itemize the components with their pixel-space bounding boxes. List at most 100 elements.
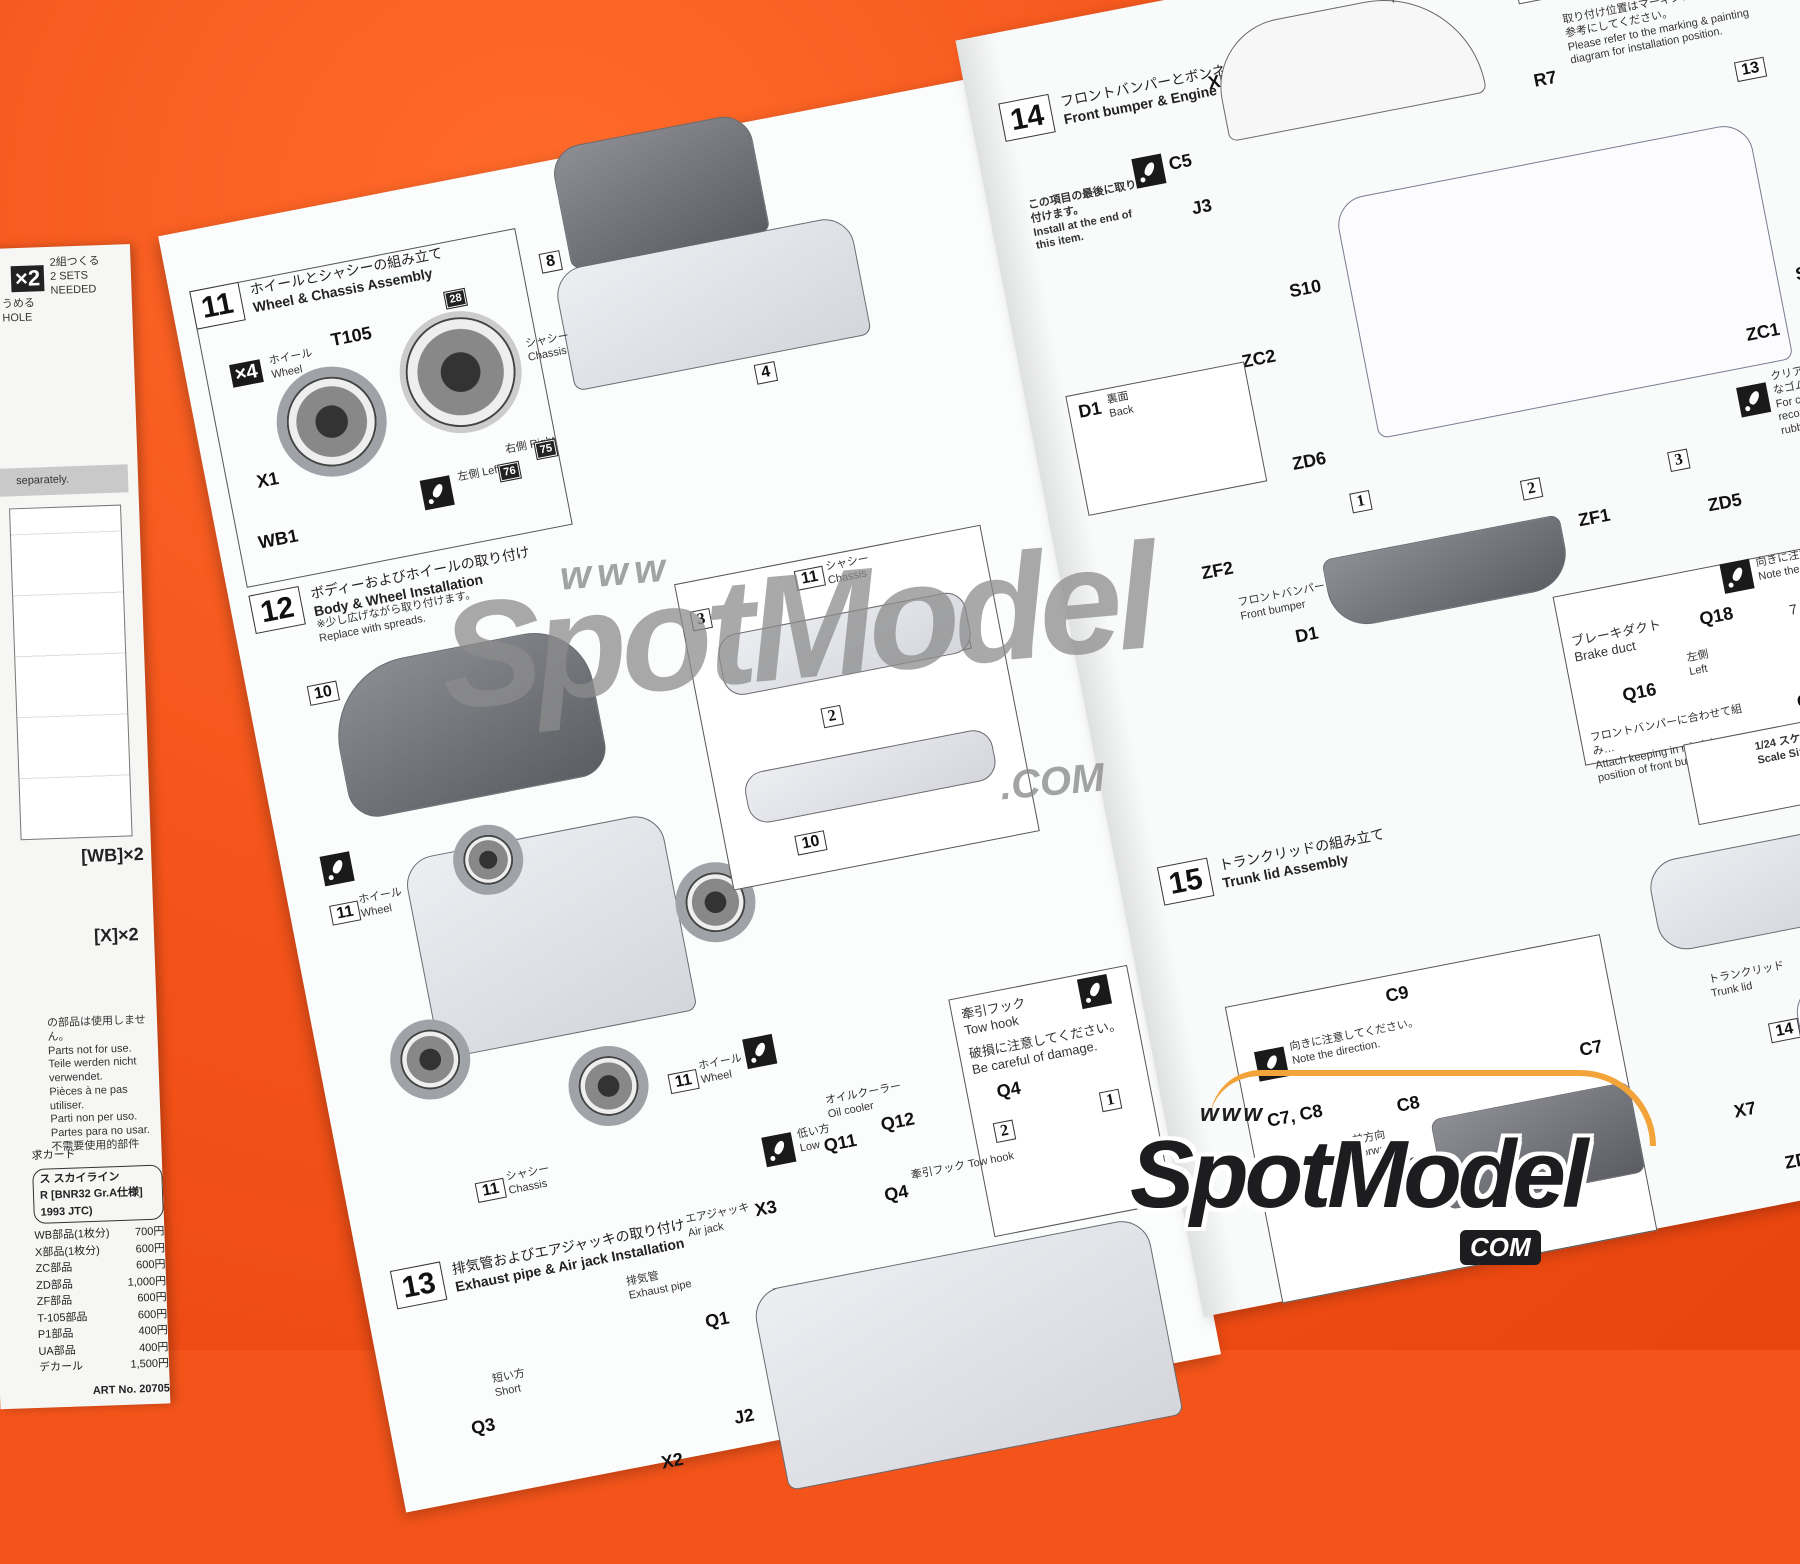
left-jp: 左側 — [456, 467, 481, 484]
left-en: Left — [1688, 662, 1709, 678]
hole-jp: うめる — [1, 297, 36, 311]
part-j2: J2 — [732, 1404, 756, 1428]
step-marker-2: 2 — [1519, 477, 1544, 501]
wheel-rear-left — [561, 1039, 656, 1133]
price-value: 1,500円 — [130, 1357, 170, 1371]
chassis-ref-11: 11 — [474, 1177, 507, 1203]
part-c5: C5 — [1167, 149, 1194, 174]
order-card-title: 求カード — [31, 1148, 76, 1163]
part-q12: Q12 — [879, 1108, 917, 1135]
separately-bar: separately. — [0, 464, 129, 498]
kit-name: ス スカイライン R [BNR32 Gr.A仕様] 1993 JTC) — [32, 1164, 164, 1225]
price-part: P1部品 — [37, 1327, 74, 1341]
part-q3: Q3 — [469, 1414, 497, 1439]
separately-note: separately. — [15, 473, 70, 488]
right-jp: 右側 — [504, 439, 529, 456]
part-zd5: ZD5 — [1706, 489, 1744, 516]
logo-brand: SpotModel — [1130, 1121, 1589, 1228]
ref-10: 10 — [306, 680, 340, 706]
paint-icon — [742, 1033, 778, 1070]
step-marker-1: 1 — [1349, 489, 1373, 514]
price-part: X部品(1枚分) — [34, 1244, 100, 1259]
back-en: Back — [1108, 403, 1135, 420]
car-underside-drawing — [750, 1215, 1184, 1491]
price-part: ZD部品 — [35, 1278, 74, 1292]
price-row: デカール 1,500円 — [39, 1355, 169, 1376]
paint-icon — [319, 851, 355, 887]
tow-hook-part-q4: Q4 — [994, 1077, 1023, 1102]
tow-step-2: 2 — [992, 1119, 1017, 1144]
ref-14: 14 — [1767, 1017, 1800, 1044]
spotmodel-logo: www SpotModel COM — [1120, 1060, 1700, 1265]
price-value: 600円 — [135, 1241, 166, 1255]
trunk-lid-drawing — [1645, 825, 1800, 955]
wheel-ref-11-b: 11 — [667, 1069, 700, 1095]
price-part: ZC部品 — [35, 1261, 73, 1275]
part-zd6: ZD6 — [1290, 447, 1328, 474]
step-15-header: 15 トランクリッドの組み立て Trunk lid Assembly — [1156, 824, 1390, 906]
direction-note: 向きに注意してください。Note the direction. — [1755, 533, 1800, 585]
marking-note: 取り付け位置はマーキング及び塗装図を参考にしてください。Please refer… — [1562, 0, 1769, 68]
car-rear-drawing — [1791, 942, 1800, 1158]
price-part: UA部品 — [38, 1344, 76, 1358]
paint-icon — [761, 1132, 797, 1168]
part-j3: J3 — [1189, 194, 1214, 219]
step-12-number: 12 — [248, 585, 307, 634]
paint-icon — [1736, 382, 1772, 418]
hole-en: HOLE — [2, 311, 33, 325]
wheel-ref-11: 11 — [329, 900, 362, 926]
install-end-note: この項目の最後に取り付けます。Install at the end of thi… — [1027, 179, 1145, 254]
part-zf1: ZF1 — [1576, 504, 1612, 531]
paint-icon — [1719, 558, 1755, 594]
part-s9: S9 — [1793, 260, 1800, 285]
warning-icon — [1076, 973, 1113, 1010]
part-zf2: ZF2 — [1199, 557, 1235, 584]
nfu-jp: の部品は使用しません。 — [46, 1013, 146, 1044]
price-part: ZF部品 — [36, 1294, 73, 1308]
sets-en: 2 SETS NEEDED — [49, 269, 97, 297]
car-body-front-drawing — [1333, 120, 1794, 440]
sets-badge: ×2 — [10, 264, 45, 292]
sprue-wb-label: [WB]×2 — [80, 843, 145, 867]
part-d1-back: D1 — [1076, 397, 1104, 422]
price-value: 600円 — [137, 1307, 168, 1321]
part-x1: X1 — [254, 467, 281, 492]
short-jp: 短い方 — [491, 1367, 526, 1386]
watermark-com: .COM — [998, 755, 1107, 809]
order-card: 求カード ス スカイライン R [BNR32 Gr.A仕様] 1993 JTC)… — [31, 1144, 170, 1401]
price-value: 600円 — [135, 1258, 166, 1272]
tow-step-1: 1 — [1098, 1088, 1123, 1113]
part-zd1: ZD1 — [1782, 1146, 1800, 1173]
art-number: ART No. 20705 — [92, 1381, 171, 1397]
ref-4: 4 — [753, 361, 779, 385]
paint-icon — [419, 475, 455, 511]
hole-note: うめる HOLE — [2, 297, 36, 326]
sprue-x-label: [X]×2 — [93, 924, 139, 946]
kit-name-sub: R [BNR32 Gr.A仕様] 1993 JTC) — [39, 1186, 143, 1219]
part-s10: S10 — [1287, 275, 1323, 302]
price-part: デカール — [38, 1360, 84, 1374]
step-15-number: 15 — [1156, 857, 1215, 906]
ref-8: 8 — [538, 250, 563, 274]
short-en: Short — [493, 1382, 523, 1399]
ref-13: 13 — [1733, 56, 1768, 83]
step-marker-3: 3 — [1667, 448, 1691, 473]
price-value: 600円 — [137, 1291, 167, 1305]
part-c9: C9 — [1383, 981, 1411, 1006]
step-14-number: 14 — [998, 93, 1057, 142]
price-value: 400円 — [138, 1340, 169, 1354]
paint-icon — [1131, 153, 1167, 189]
step-13-number: 13 — [389, 1261, 448, 1310]
price-part: T-105部品 — [37, 1310, 88, 1325]
tow-jp: 牽引フック — [910, 1159, 967, 1182]
part-q4: Q4 — [882, 1180, 910, 1206]
